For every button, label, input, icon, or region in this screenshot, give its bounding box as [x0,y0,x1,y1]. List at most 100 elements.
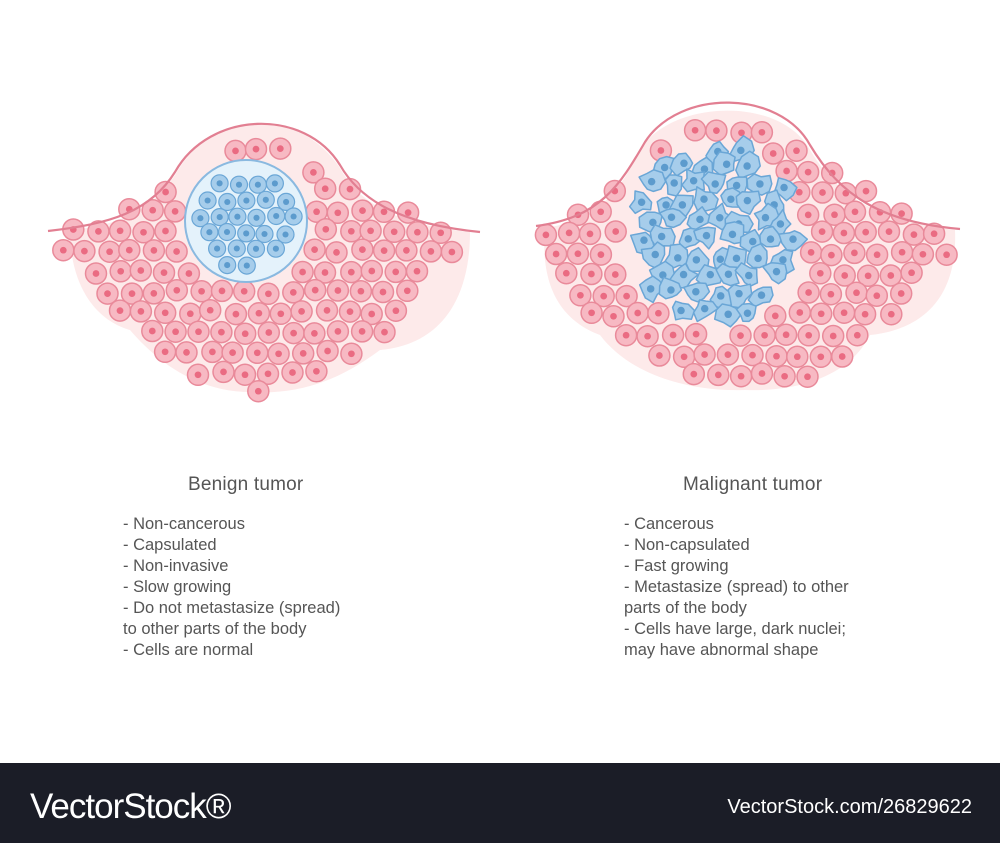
normal-cell [257,321,281,344]
normal-cell [395,239,418,262]
normal-cell [785,139,808,162]
normal-cell [832,221,856,245]
abnormal-tumor-cell-nucleus [677,306,685,315]
normal-cell [832,301,856,324]
abnormal-tumor-cell-nucleus [732,181,741,190]
normal-cell [247,301,271,325]
abnormal-tumor-cell-nucleus [743,309,752,318]
normal-cell [142,239,166,262]
normal-cell [833,264,856,287]
normal-cell [384,299,408,322]
normal-cell [153,301,177,325]
normal-cell [566,242,590,265]
normal-cell [142,282,166,305]
abnormal-tumor-cell-nucleus [780,183,788,192]
normal-cell [350,320,374,343]
normal-cell [810,220,834,243]
normal-cell [830,345,854,368]
normal-cell [338,177,362,201]
normal-cell [351,199,374,222]
normal-cell [210,279,234,303]
normal-cell [845,281,868,304]
benign-feature-item: - Capsulated [123,536,217,554]
normal-cell [109,260,132,283]
normal-cell [175,341,198,364]
benign-feature-item: - Do not metastasize (spread) [123,599,341,617]
normal-cell [382,220,406,244]
normal-cell [163,200,187,223]
tumor-cell [208,239,227,258]
malignant-feature-item: may have abnormal shape [624,641,819,659]
normal-cell [198,298,222,322]
normal-cell [118,238,141,262]
benign-tumor-diagram [47,122,481,403]
normal-cell [165,240,188,263]
abnormal-tumor-cell-nucleus [700,304,709,313]
normal-cell [246,341,269,365]
normal-cell [129,300,153,323]
normal-cell [187,320,210,343]
normal-cell [305,360,328,383]
tumor-cell [218,192,237,212]
normal-cell [750,121,774,144]
abnormal-tumor-cell-nucleus [674,254,682,262]
tumor-cell [218,256,237,275]
normal-cell [648,344,671,367]
normal-cell [797,281,820,304]
tumor-cell [227,239,246,258]
abnormal-tumor-cell-nucleus [766,235,775,243]
normal-cell [900,261,923,284]
normal-cell [602,305,625,328]
normal-cell [108,299,132,322]
malignant-feature-item: - Metastasize (spread) to other [624,578,849,596]
benign-tumor-title: Benign tumor [188,474,304,495]
footer-bar: VectorStock® VectorStock.com/26829622 [0,763,1000,843]
malignant-feature-item: - Non-capsulated [624,536,750,554]
normal-cell [326,320,350,343]
normal-cell [314,218,338,241]
benign-feature-item: to other parts of the body [123,620,307,638]
normal-cell [305,200,328,223]
normal-cell [707,363,730,387]
normal-cell [877,220,901,243]
tumor-cell [237,224,256,243]
abnormal-tumor-cell-nucleus [728,230,737,239]
abnormal-tumor-cell-nucleus [716,255,725,263]
normal-cell [190,280,213,303]
normal-cell [761,142,785,165]
abnormal-tumor-cell-nucleus [732,254,741,263]
normal-cell [212,360,235,384]
normal-cell [534,223,558,247]
normal-cell [604,263,627,286]
normal-cell [819,282,843,306]
normal-cell [52,238,75,262]
malignant-tumor-diagram [534,101,961,391]
abnormal-tumor-cell-nucleus [667,213,676,221]
normal-cell [693,343,716,366]
normal-cell [371,280,395,304]
abnormal-tumor-cell-nucleus [749,237,757,246]
normal-cell [589,243,613,266]
normal-cell [96,282,119,305]
normal-cell [865,243,889,266]
normal-cell [302,161,325,184]
normal-cell [269,137,292,160]
normal-cell [396,279,419,303]
normal-cell [614,323,638,347]
normal-cell [141,319,164,343]
normal-cell [179,302,202,325]
vectorstock-logo: VectorStock® [30,787,232,826]
benign-feature-item: - Slow growing [123,578,232,596]
tumor-cell [248,175,267,194]
normal-cell [313,177,337,200]
normal-cell [281,361,304,384]
tumor-cell [210,208,229,227]
normal-cell [902,223,926,246]
abnormal-tumor-cell-nucleus [727,195,735,203]
tumor-cell [200,223,219,242]
abnormal-tumor-cell-nucleus [737,146,745,155]
normal-cell [290,300,313,323]
normal-cell [797,324,820,347]
normal-cell [325,241,348,264]
normal-cell [303,322,326,345]
